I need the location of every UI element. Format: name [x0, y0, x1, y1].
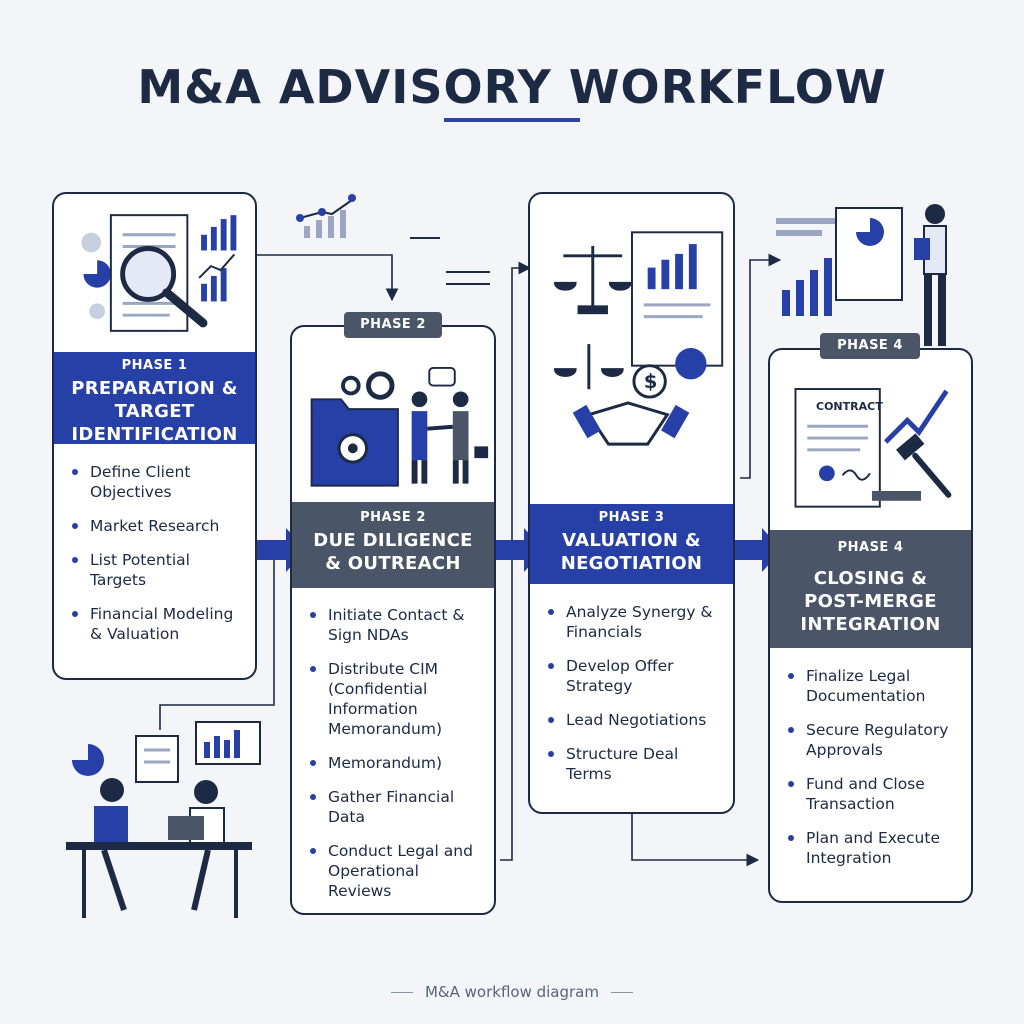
folder-gear-icon [310, 371, 399, 487]
phase-4-title: CLOSING & POST-MERGE INTEGRATION [800, 568, 941, 635]
research-illustration [81, 214, 237, 332]
phase-1-list: Define Client Objectives Market Research… [72, 462, 245, 658]
contract-label-holder: CONTRACT [816, 400, 883, 413]
caption-rule-right [611, 992, 633, 993]
phase-2-card: PHASE 2 DUE DILIGENCE & OUTREACH Initiat… [290, 325, 496, 915]
phase-3-label: PHASE 3 [598, 510, 665, 525]
phase-4-card: CONTRACT PHASE 4 CLOSING & POST-MERGE IN… [768, 348, 973, 903]
handshake-icon [411, 391, 489, 484]
phase-3-list: Analyze Synergy & Financials Develop Off… [548, 602, 723, 798]
title-underline [444, 118, 580, 122]
magnifier-icon [120, 246, 208, 328]
phase-2-list: Initiate Contact & Sign NDAs Distribute … [310, 605, 484, 913]
phase-1-card: PHASE 1 PREPARATION & TARGET IDENTIFICAT… [52, 192, 257, 680]
phase-2-header: PHASE 2 DUE DILIGENCE & OUTREACH [292, 502, 494, 588]
dollar-icon: $ [632, 348, 707, 399]
list-item: Conduct Legal and Operational Reviews [310, 841, 484, 901]
list-item: Financial Modeling & Valuation [72, 604, 245, 644]
scales-icon [554, 246, 632, 390]
phase-2-label: PHASE 2 [360, 510, 426, 525]
growth-arrow-icon [883, 389, 949, 444]
list-item: List Potential Targets [72, 550, 245, 590]
phase-1-title: PREPARATION & TARGET IDENTIFICATION [71, 378, 238, 445]
list-item: Analyze Synergy & Financials [548, 602, 723, 642]
caption-rule-left [390, 992, 413, 993]
closing-illustration [794, 388, 952, 508]
bar-chart-icon [198, 215, 237, 302]
page-title: M&A ADVISORY WORKFLOW [137, 60, 887, 114]
list-item: Plan and Execute Integration [788, 828, 961, 868]
list-item: Memorandum) [310, 753, 484, 773]
list-item: Structure Deal Terms [548, 744, 723, 784]
list-item: Secure Regulatory Approvals [788, 720, 961, 760]
list-item: Fund and Close Transaction [788, 774, 961, 814]
list-item: Develop Offer Strategy [548, 656, 723, 696]
list-item: Distribute CIM (Confidential Information… [310, 659, 484, 739]
phase-4-list: Finalize Legal Documentation Secure Regu… [788, 666, 961, 882]
handshake-icon [572, 401, 690, 446]
contract-label: CONTRACT [816, 400, 883, 413]
contract-icon [794, 388, 881, 508]
gavel-icon [871, 433, 952, 501]
phase-1-header: PHASE 1 PREPARATION & TARGET IDENTIFICAT… [54, 352, 255, 445]
list-item: Lead Negotiations [548, 710, 723, 730]
phase-4-tag: PHASE 4 [820, 333, 920, 359]
pie-chart-icon [81, 232, 111, 320]
phase-4-header: PHASE 4 CLOSING & POST-MERGE INTEGRATION [770, 530, 971, 648]
phase-2-tag: PHASE 2 [344, 312, 442, 338]
list-item: Finalize Legal Documentation [788, 666, 961, 706]
bar-chart-icon [631, 231, 724, 367]
negotiation-illustration: $ [554, 231, 724, 446]
list-item: Define Client Objectives [72, 462, 245, 502]
list-item: Initiate Contact & Sign NDAs [310, 605, 484, 645]
diagram-caption: M&A workflow diagram [0, 983, 1024, 1001]
phase-3-title: VALUATION & NEGOTIATION [560, 530, 703, 574]
chat-bubble-icon [428, 366, 456, 387]
phase-3-header: PHASE 3 VALUATION & NEGOTIATION [530, 504, 733, 584]
list-item: Market Research [72, 516, 245, 536]
phase-1-label: PHASE 1 [121, 358, 188, 373]
outreach-illustration [310, 366, 489, 487]
caption-text: M&A workflow diagram [424, 983, 599, 1001]
phase-2-title: DUE DILIGENCE & OUTREACH [313, 530, 473, 574]
svg-text:$: $ [644, 370, 658, 393]
phase-3-card: $ PHASE 3 VALUATION & NEGOTIATION Analyz… [528, 192, 735, 814]
phase-4-label: PHASE 4 [837, 540, 904, 555]
list-item: Gather Financial Data [310, 787, 484, 827]
